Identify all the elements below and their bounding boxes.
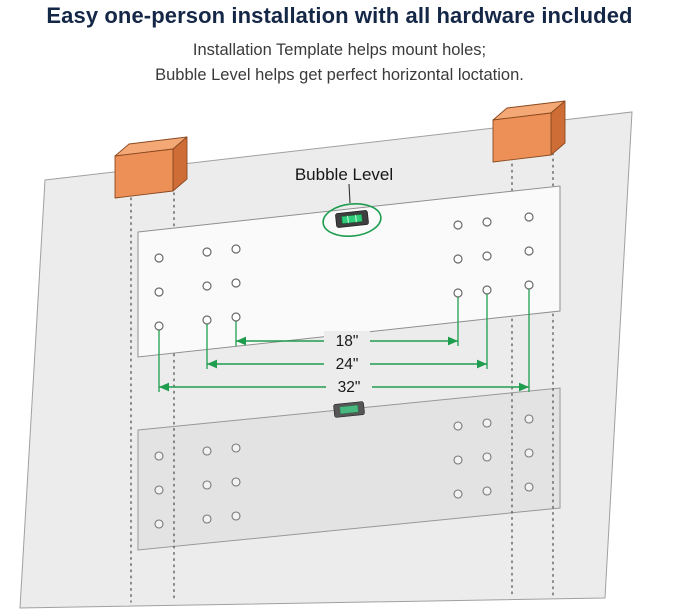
bubble-level-highlight-circle xyxy=(322,203,382,237)
bubble-level-pointer-line xyxy=(348,183,351,204)
dimension-label-32: 32" xyxy=(338,379,361,396)
dimension-label-bg xyxy=(324,331,370,351)
arrowhead-right xyxy=(519,382,529,392)
mount-hole xyxy=(524,280,534,290)
mount-hole xyxy=(482,486,492,496)
mount-hole xyxy=(154,451,164,461)
subtitle-line-2: Bubble Level helps get perfect horizonta… xyxy=(155,65,524,84)
mount-hole xyxy=(154,485,164,495)
dimension-label-18: 18" xyxy=(336,333,359,350)
mount-hole xyxy=(154,321,164,331)
mount-hole xyxy=(154,287,164,297)
stud-front-face xyxy=(114,148,174,199)
arrowhead-right xyxy=(477,359,487,369)
mount-hole xyxy=(453,489,463,499)
mount-hole xyxy=(453,421,463,431)
dimension-label-bg xyxy=(324,354,370,374)
mount-hole xyxy=(482,418,492,428)
dimension-label-bg xyxy=(326,377,372,397)
mount-hole xyxy=(231,443,241,453)
bubble-level-small-icon xyxy=(333,401,365,418)
mount-hole xyxy=(231,244,241,254)
mount-hole xyxy=(524,246,534,256)
mount-hole xyxy=(453,220,463,230)
page-title: Easy one-person installation with all ha… xyxy=(46,3,633,28)
dimension-leader-lines xyxy=(158,289,530,392)
mount-hole xyxy=(482,452,492,462)
mount-hole xyxy=(202,446,212,456)
mount-hole xyxy=(231,278,241,288)
bubble-level-vial xyxy=(341,214,363,224)
stud-block-left xyxy=(114,136,188,199)
mount-hole xyxy=(524,212,534,222)
bubble-level-label: Bubble Level xyxy=(295,165,393,184)
mount-hole xyxy=(482,251,492,261)
mount-hole xyxy=(202,480,212,490)
mount-hole xyxy=(524,448,534,458)
mount-hole xyxy=(482,285,492,295)
bubble-level-icon xyxy=(335,210,369,228)
installation-template-plate xyxy=(137,185,561,358)
mount-hole xyxy=(482,217,492,227)
bubble-level-tick xyxy=(347,215,349,223)
bubble-level-tick xyxy=(355,215,357,223)
mount-hole xyxy=(524,482,534,492)
mount-hole xyxy=(524,414,534,424)
arrowhead-left xyxy=(207,359,217,369)
stud-block-right xyxy=(492,100,566,163)
mount-hole xyxy=(202,514,212,524)
arrowhead-left xyxy=(159,382,169,392)
mount-hole xyxy=(453,455,463,465)
arrowhead-right xyxy=(448,336,458,346)
mount-hole xyxy=(231,312,241,322)
stud-front-face xyxy=(492,112,552,163)
mount-hole xyxy=(154,519,164,529)
subtitle-line-1: Installation Template helps mount holes; xyxy=(192,41,487,59)
arrowhead-left xyxy=(236,336,246,346)
mount-hole xyxy=(231,477,241,487)
bubble-level-vial xyxy=(339,404,359,415)
mount-hole xyxy=(231,511,241,521)
dimension-label-24: 24" xyxy=(336,356,359,373)
lower-panel-mount-holes xyxy=(154,414,534,529)
header: Easy one-person installation with all ha… xyxy=(0,0,679,88)
mount-hole xyxy=(202,247,212,257)
mount-hole xyxy=(202,281,212,291)
mount-hole xyxy=(202,315,212,325)
dimension-arrowheads xyxy=(159,336,529,392)
mount-hole xyxy=(154,253,164,263)
mount-hole xyxy=(453,254,463,264)
mount-hole xyxy=(453,288,463,298)
